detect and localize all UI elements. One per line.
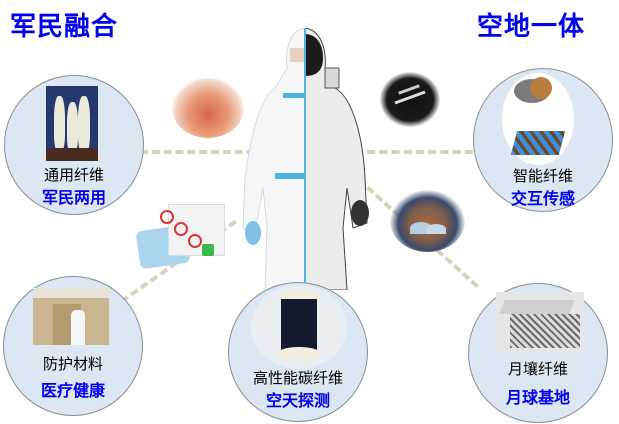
title-military-civil-fusion: 军民融合 [10,12,119,42]
title-space-ground-integration: 空地一体 [477,12,586,42]
node-label: 高性能碳纤维 [252,369,343,387]
node-subtitle: 空天探测 [265,391,330,410]
node-subtitle: 交互传感 [510,189,575,208]
metal-mesh-panel-image [496,292,584,352]
smart-fabric-image [502,73,574,165]
center-figure-suit-astronaut [235,27,375,291]
connector-right-top [355,150,485,154]
suit-astronaut-illustration [242,27,369,291]
carbon-fiber-spool-image [251,285,347,369]
face-mask-image [135,200,228,270]
medical-worker-image [33,288,109,345]
node-smart-fiber: 智能纤维 交互传感 [473,68,613,212]
node-protective-material: 防护材料 医疗健康 [3,276,143,416]
node-subtitle: 医疗健康 [40,381,105,400]
skin-cross-section-image [172,78,244,138]
lunar-base-image [390,190,465,252]
node-label: 防护材料 [42,355,103,373]
node-subtitle: 月球基地 [505,388,570,407]
node-lunar-fiber: 月壤纤维 月球基地 [468,283,608,423]
node-label: 月壤纤维 [507,360,568,378]
space-station-image [380,72,440,127]
node-label: 通用纤维 [43,166,104,184]
connector-left-top [140,150,290,154]
node-general-fiber: 通用纤维 军民两用 [4,75,144,215]
node-subtitle: 军民两用 [41,188,106,207]
node-carbon-fiber: 高性能碳纤维 空天探测 [228,282,368,422]
fiber-spools-image [46,86,98,161]
node-label: 智能纤维 [512,167,573,185]
